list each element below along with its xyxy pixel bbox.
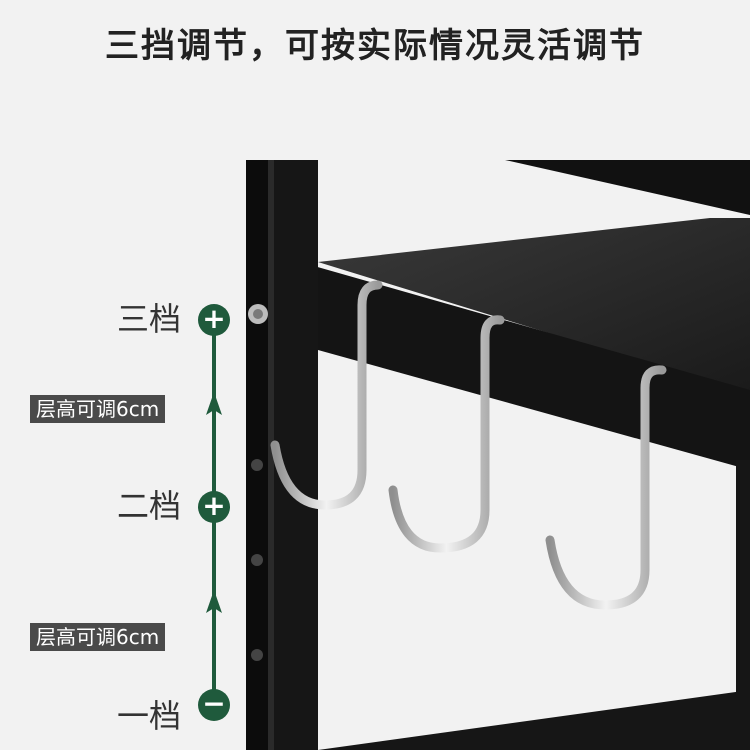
post-hole [251,554,263,566]
page-title: 三挡调节，可按实际情况灵活调节 [105,26,645,66]
s-hook [388,315,505,553]
bottom-rail [318,690,750,750]
plus-icon: + [198,304,230,336]
level-label-3: 三档 [117,300,182,338]
s-hook [545,365,667,610]
shelf-front-rail [300,262,750,470]
post-hole [251,459,263,471]
right-post [736,460,750,750]
post-hole [251,649,263,661]
shelf-surface [318,218,750,395]
frame-top-bar [505,160,750,215]
s-hook [270,280,383,510]
level-label-2: 二档 [117,487,182,525]
minus-icon: − [198,689,230,721]
up-arrow-icon [206,392,222,415]
up-arrow-icon [206,590,222,613]
height-tag-upper: 层高可调6cm [30,395,166,423]
level-label-1: 一档 [117,697,182,735]
height-tag-lower: 层高可调6cm [30,623,166,651]
plus-icon: + [198,491,230,523]
